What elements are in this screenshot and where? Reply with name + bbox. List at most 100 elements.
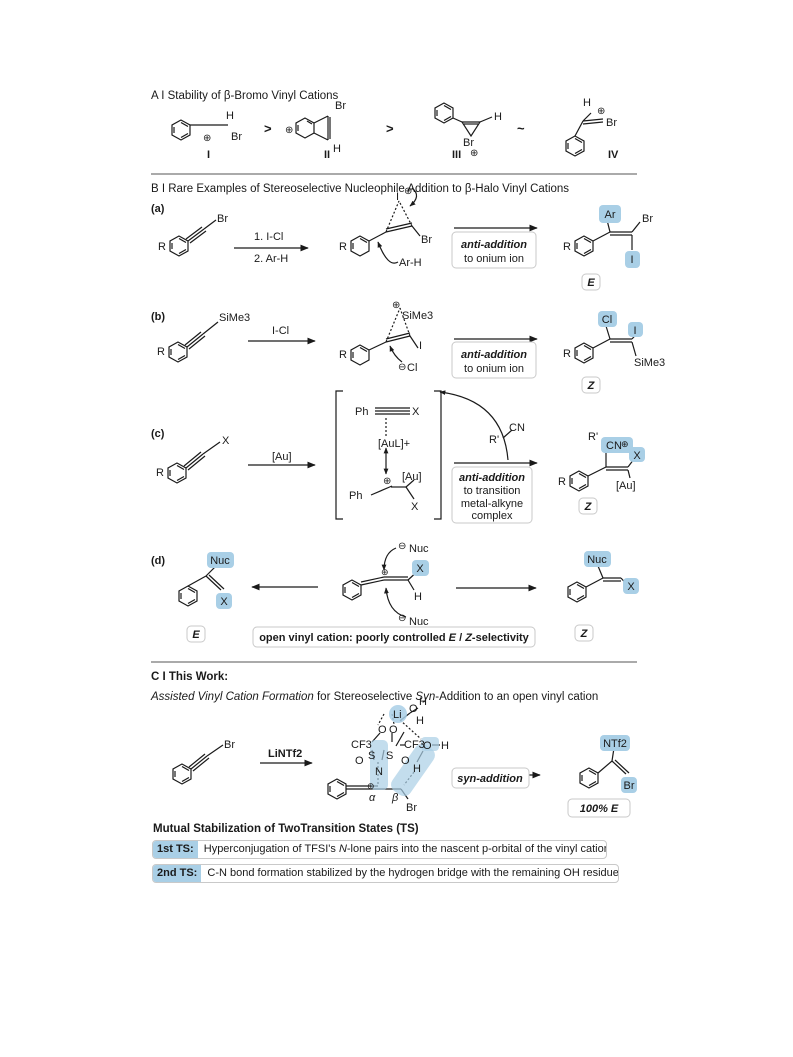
a-I-plus: ⊕ (203, 133, 211, 144)
box-c (451, 466, 533, 524)
ts-title: Mutual Stabilization of TwoTransition St… (153, 823, 419, 835)
b-d-nuc-top: Nuc (409, 543, 429, 555)
b-a-step2: 2. Ar-H (254, 253, 288, 265)
b-d-right-nuc: Nuc (587, 554, 607, 566)
b-b-plus: ⊕ (392, 300, 400, 311)
c-ts-cf3-left: CF3 (351, 739, 372, 751)
b-c-x-bottom: X (411, 501, 419, 513)
a-II-plus: ⊕ (285, 125, 293, 136)
b-a-step1: 1. I-Cl (254, 231, 283, 243)
box-stereo-z-b (581, 376, 601, 394)
c-ts-plus: ⊕ (367, 781, 375, 791)
b-c-reagent: [Au] (272, 451, 292, 463)
ts1-box: 1st TS: Hyperconjugation of TFSI's N-lon… (152, 840, 607, 859)
b-c-box3: metal-alkyne (461, 498, 523, 510)
b-c-prod-au: [Au] (616, 480, 636, 492)
b-c-prod-cn: CN (606, 440, 622, 452)
b-c-prod-R: R (558, 476, 566, 488)
b-b-reagent: I-Cl (272, 325, 289, 337)
b-d-nuc-bottom: Nuc (409, 616, 429, 628)
c-ts-alpha: α (369, 792, 376, 804)
b-b-prod-cl: Cl (602, 314, 612, 326)
b-d-right-x: X (627, 581, 635, 593)
b-b-box1: anti-addition (461, 349, 527, 361)
c-ts-s-right: S (386, 750, 393, 762)
b-c-x-top: X (412, 406, 420, 418)
b-d-minus-bottom: ⊖ (398, 613, 406, 624)
c-substrate-br: Br (224, 739, 235, 751)
a-IV-H: H (583, 97, 591, 109)
b-c-prod-plus: ⊕ (621, 439, 629, 449)
b-c-au: [Au] (402, 471, 422, 483)
ts2-tag: 2nd TS: (153, 865, 202, 882)
b-c-stereo: Z (584, 501, 593, 513)
c-ts-cf3-right: CF3 (404, 739, 425, 751)
b-b-minus: ⊖ (398, 362, 406, 373)
b-d-tag: (d) (151, 555, 165, 567)
a-III-plus: ⊕ (470, 148, 478, 159)
b-a-prod-i: I (630, 254, 633, 266)
b-b-ring-group: SiMe3 (402, 310, 433, 322)
tilde: ~ (517, 121, 525, 136)
b-b-int-R: R (339, 349, 347, 361)
b-d-box-text: open vinyl cation: poorly controlled E /… (259, 632, 529, 644)
b-c-nitrile-r: R' (489, 434, 499, 446)
section-b-title: B I Rare Examples of Stereoselective Nuc… (151, 183, 569, 195)
b-c-tag: (c) (151, 428, 165, 440)
c-ts-br: Br (406, 802, 417, 814)
b-b-R: R (157, 346, 165, 358)
a-III-H: H (494, 111, 502, 123)
ts1-text-c: -lone pairs into the nascent p-orbital o… (346, 843, 607, 855)
b-d-center-x: X (416, 563, 424, 575)
b-a-plus: ⊕ (404, 186, 412, 197)
ts-highlights (370, 705, 439, 797)
box-a (451, 231, 537, 269)
box-b (451, 341, 537, 379)
b-c-nitrile-cn: CN (509, 422, 525, 434)
b-c-plus: ⊕ (383, 476, 391, 487)
a-III-Br: Br (463, 137, 474, 149)
b-d-center-h: H (414, 591, 422, 603)
b-c-complex: [AuL]+ (378, 438, 410, 450)
box-stereo-e-d (186, 625, 206, 643)
c-ts-o-left: O (355, 755, 364, 767)
box-syn (451, 767, 530, 789)
box-d (252, 626, 536, 648)
c-ts-o-top: O (409, 703, 418, 715)
b-a-prod-br: Br (642, 213, 653, 225)
b-b-stereo: Z (587, 380, 596, 392)
b-c-R: R (156, 467, 164, 479)
c-reagent: LiNTf2 (268, 748, 302, 760)
b-c-box1: anti-addition (459, 472, 525, 484)
b-a-prod-ar: Ar (605, 209, 616, 221)
b-d-left-stereo: E (192, 629, 200, 641)
b-a-ring-I: I (396, 191, 399, 203)
b-d-left-nuc: Nuc (210, 555, 230, 567)
c-ts-h2: H (416, 715, 424, 727)
b-b-prod-sime3: SiMe3 (634, 357, 665, 369)
b-b-tag: (b) (151, 311, 165, 323)
b-c-substrate-x: X (222, 435, 230, 447)
b-b-cl: Cl (407, 362, 417, 374)
label-I: I (207, 149, 210, 161)
b-b-box2: to onium ion (464, 363, 524, 375)
label-III: III (452, 149, 461, 161)
a-IV-Br: Br (606, 117, 617, 129)
c-ts-oh-o: O (423, 740, 432, 752)
c-ts-s-left: S (368, 750, 375, 762)
box-stereo-e-a (581, 273, 601, 291)
gt-1: > (264, 121, 272, 136)
b-a-tag: (a) (151, 203, 165, 215)
a-I-Br: Br (231, 131, 242, 143)
b-d-center-plus: ⊕ (381, 567, 389, 577)
ts2-box: 2nd TS: C-N bond formation stabilized by… (152, 864, 619, 883)
box-stereo-z-d (574, 624, 594, 642)
b-b-prod-R: R (563, 348, 571, 360)
c-result: 100% E (580, 803, 619, 815)
a-I-H: H (226, 110, 234, 122)
b-a-nu: Ar-H (399, 257, 422, 269)
b-b-int-i: I (419, 340, 422, 352)
label-IV: IV (608, 149, 619, 161)
c-ts-beta: β (391, 792, 399, 804)
a-II-Br: Br (335, 100, 346, 112)
